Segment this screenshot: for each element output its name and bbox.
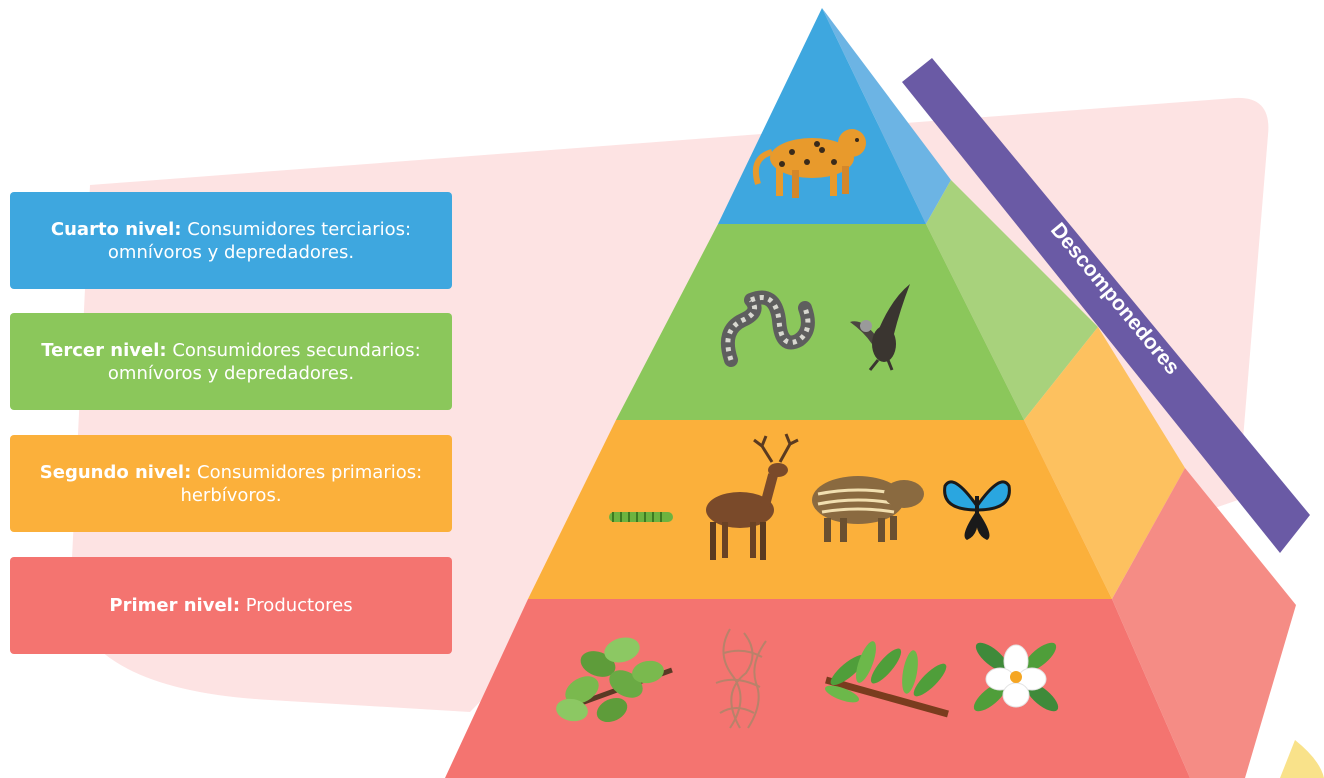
olive-branch-icon	[824, 641, 949, 718]
side-face-tercer	[926, 180, 1098, 420]
deer-icon	[706, 433, 799, 560]
dry-plant-icon	[715, 628, 767, 729]
side-face-cuarto	[822, 8, 951, 224]
level-card-cuarto: Cuarto nivel: Consumidores terciarios: o…	[10, 192, 452, 289]
level-card-primer: Primer nivel: Productores	[10, 557, 452, 654]
decomposers-bar	[902, 58, 1310, 553]
level-heading: Tercer nivel:	[41, 339, 167, 361]
level-description: Consumidores terciarios: omnívoros y dep…	[107, 218, 412, 263]
level-card-tercer: Tercer nivel: Consumidores secundarios: …	[10, 313, 452, 410]
magnolia-flower-icon	[973, 642, 1059, 712]
level-card-segundo: Segundo nivel: Consumidores primarios: h…	[10, 435, 452, 532]
level-heading: Primer nivel:	[109, 595, 241, 616]
front-face-cuarto	[718, 8, 926, 224]
level-card-primer-content: Primer nivel: Productores	[109, 594, 352, 617]
side-face-segundo	[1024, 327, 1185, 599]
level-description: Consumidores secundarios: omnívoros y de…	[107, 339, 421, 384]
level-card-cuarto-content: Cuarto nivel: Consumidores terciarios: o…	[38, 218, 424, 264]
level-card-segundo-content: Segundo nivel: Consumidores primarios: h…	[38, 461, 424, 507]
leafy-branch-icon	[556, 637, 673, 723]
front-face-tercer	[616, 224, 1024, 420]
caterpillar-icon	[609, 512, 673, 522]
level-description: Consumidores primarios: herbívoros.	[180, 461, 423, 506]
level-description: Productores	[245, 595, 353, 616]
butterfly-icon	[943, 480, 1011, 540]
front-face-primer	[445, 599, 1190, 778]
boar-icon	[812, 476, 924, 542]
side-face-primer	[1112, 468, 1296, 778]
jaguar-icon	[752, 129, 866, 198]
level-heading: Segundo nivel:	[39, 461, 192, 483]
eagle-icon	[850, 284, 910, 371]
snake-icon	[721, 290, 815, 367]
level-card-tercer-content: Tercer nivel: Consumidores secundarios: …	[38, 339, 424, 385]
level-heading: Cuarto nivel:	[50, 218, 182, 240]
